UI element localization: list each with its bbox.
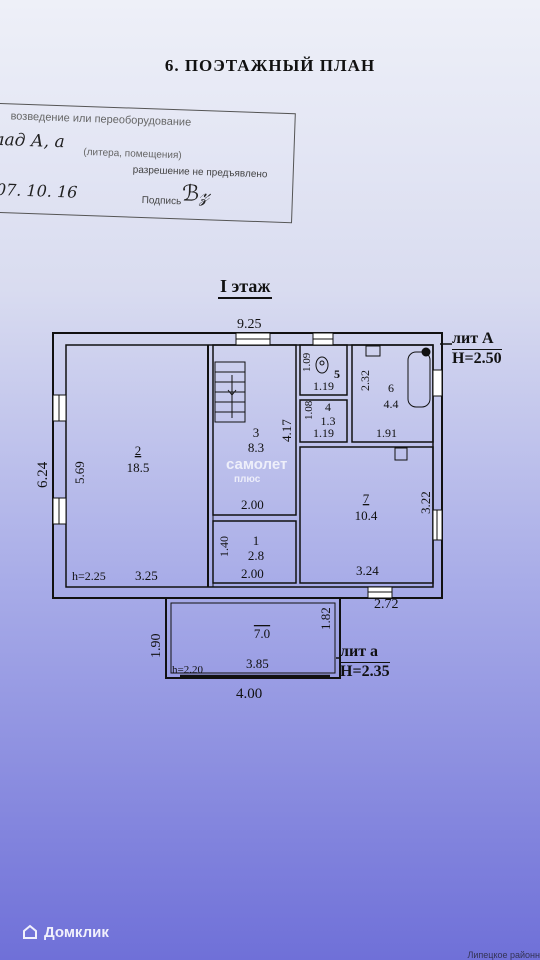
domclick-logo-icon [23,924,37,939]
dim-r6-height: 2.32 [358,370,372,391]
dim-r7-width: 3.24 [356,563,379,578]
domclick-brand: Домклик [44,924,109,941]
room-area: 7.0 [254,626,270,641]
dim-r1-width: 2.00 [241,566,264,581]
room-number: 3 [253,425,260,440]
room-number: 1 [253,533,260,548]
staircase-icon [214,361,246,423]
dim-r3-width: 2.00 [241,497,264,512]
dim-r7-height: 3.22 [418,491,433,514]
dim-right-bottom: 2.72 [374,597,399,612]
dim-r2-height: 5.69 [72,461,87,484]
dim-r4-width: 1.19 [313,426,334,440]
lit-a-label: лит а Н=2.35 [340,643,390,681]
dim-r2-width: 3.25 [135,568,158,583]
room-area: 1.3 [321,414,336,428]
room-4-wall [299,399,348,443]
dim-ext-ceiling: h=2.20 [172,664,203,676]
room-number: 2 [135,443,142,458]
dim-r1-height: 1.40 [217,536,231,557]
dim-ext-outer-width: 4.00 [236,686,262,702]
lit-A-height: Н=2.50 [452,350,502,367]
room-area: 8.3 [248,440,264,455]
room-label-7: 7 10.4 [355,491,378,523]
room-label-3: 3 8.3 [248,425,264,455]
lit-A-name: лит А [452,330,502,350]
document-title: 6. ПОЭТАЖНЫЙ ПЛАН [164,56,376,75]
dim-r5-width: 1.19 [313,379,334,393]
dim-r5-height: 1.09 [301,352,313,372]
room-number: 4 [325,400,331,414]
room-label-6: 6 4.4 [384,381,399,411]
dim-ext-height-right: 1.82 [318,607,333,630]
dim-top-width: 9.25 [237,317,262,332]
lit-a-name: лит а [340,643,390,663]
toilet-icon [315,356,329,374]
domclick-watermark: Домклик [22,924,109,941]
room-1-wall [212,520,297,584]
room-area: 4.4 [384,397,399,411]
watermark-sub: плюс [234,474,261,485]
sink-icon [365,345,408,461]
extension-outer-wall [165,597,341,679]
room-label-4: 4 1.3 [321,400,336,428]
room-label-extension: 7.0 [254,626,270,641]
window-icon [52,332,443,599]
room-number: 6 [388,381,394,395]
room-label-5: 5 [334,367,340,381]
room-label-1: 1 2.8 [248,533,264,563]
dim-left-height: 6.24 [35,461,51,488]
dim-r4-height: 1.08 [303,400,315,420]
dim-ext-inner-width: 3.85 [246,656,269,671]
extension-inner-wall [170,602,336,674]
room-area: 18.5 [127,460,150,475]
lit-a-height: Н=2.35 [340,663,390,680]
lit-A-label: лит А Н=2.50 [452,330,502,368]
dim-r3-height: 4.17 [279,419,294,442]
corner-stamp-text: Липецкое районн [467,950,540,960]
room-number: 5 [334,367,340,381]
samolet-watermark: самолет плюс [226,457,287,487]
dim-ext-height-left: 1.90 [149,634,164,659]
room-area: 2.8 [248,548,264,563]
dim-r6-width: 1.91 [376,426,397,440]
room-label-2: 2 18.5 [127,443,150,475]
floor-title: I этаж [218,276,273,299]
watermark-main: самолет [226,456,288,473]
room-area: 10.4 [355,508,378,523]
bathtub-icon [407,347,431,408]
room-number: 7 [363,491,370,506]
dim-r2-ceiling: h=2.25 [72,569,106,583]
